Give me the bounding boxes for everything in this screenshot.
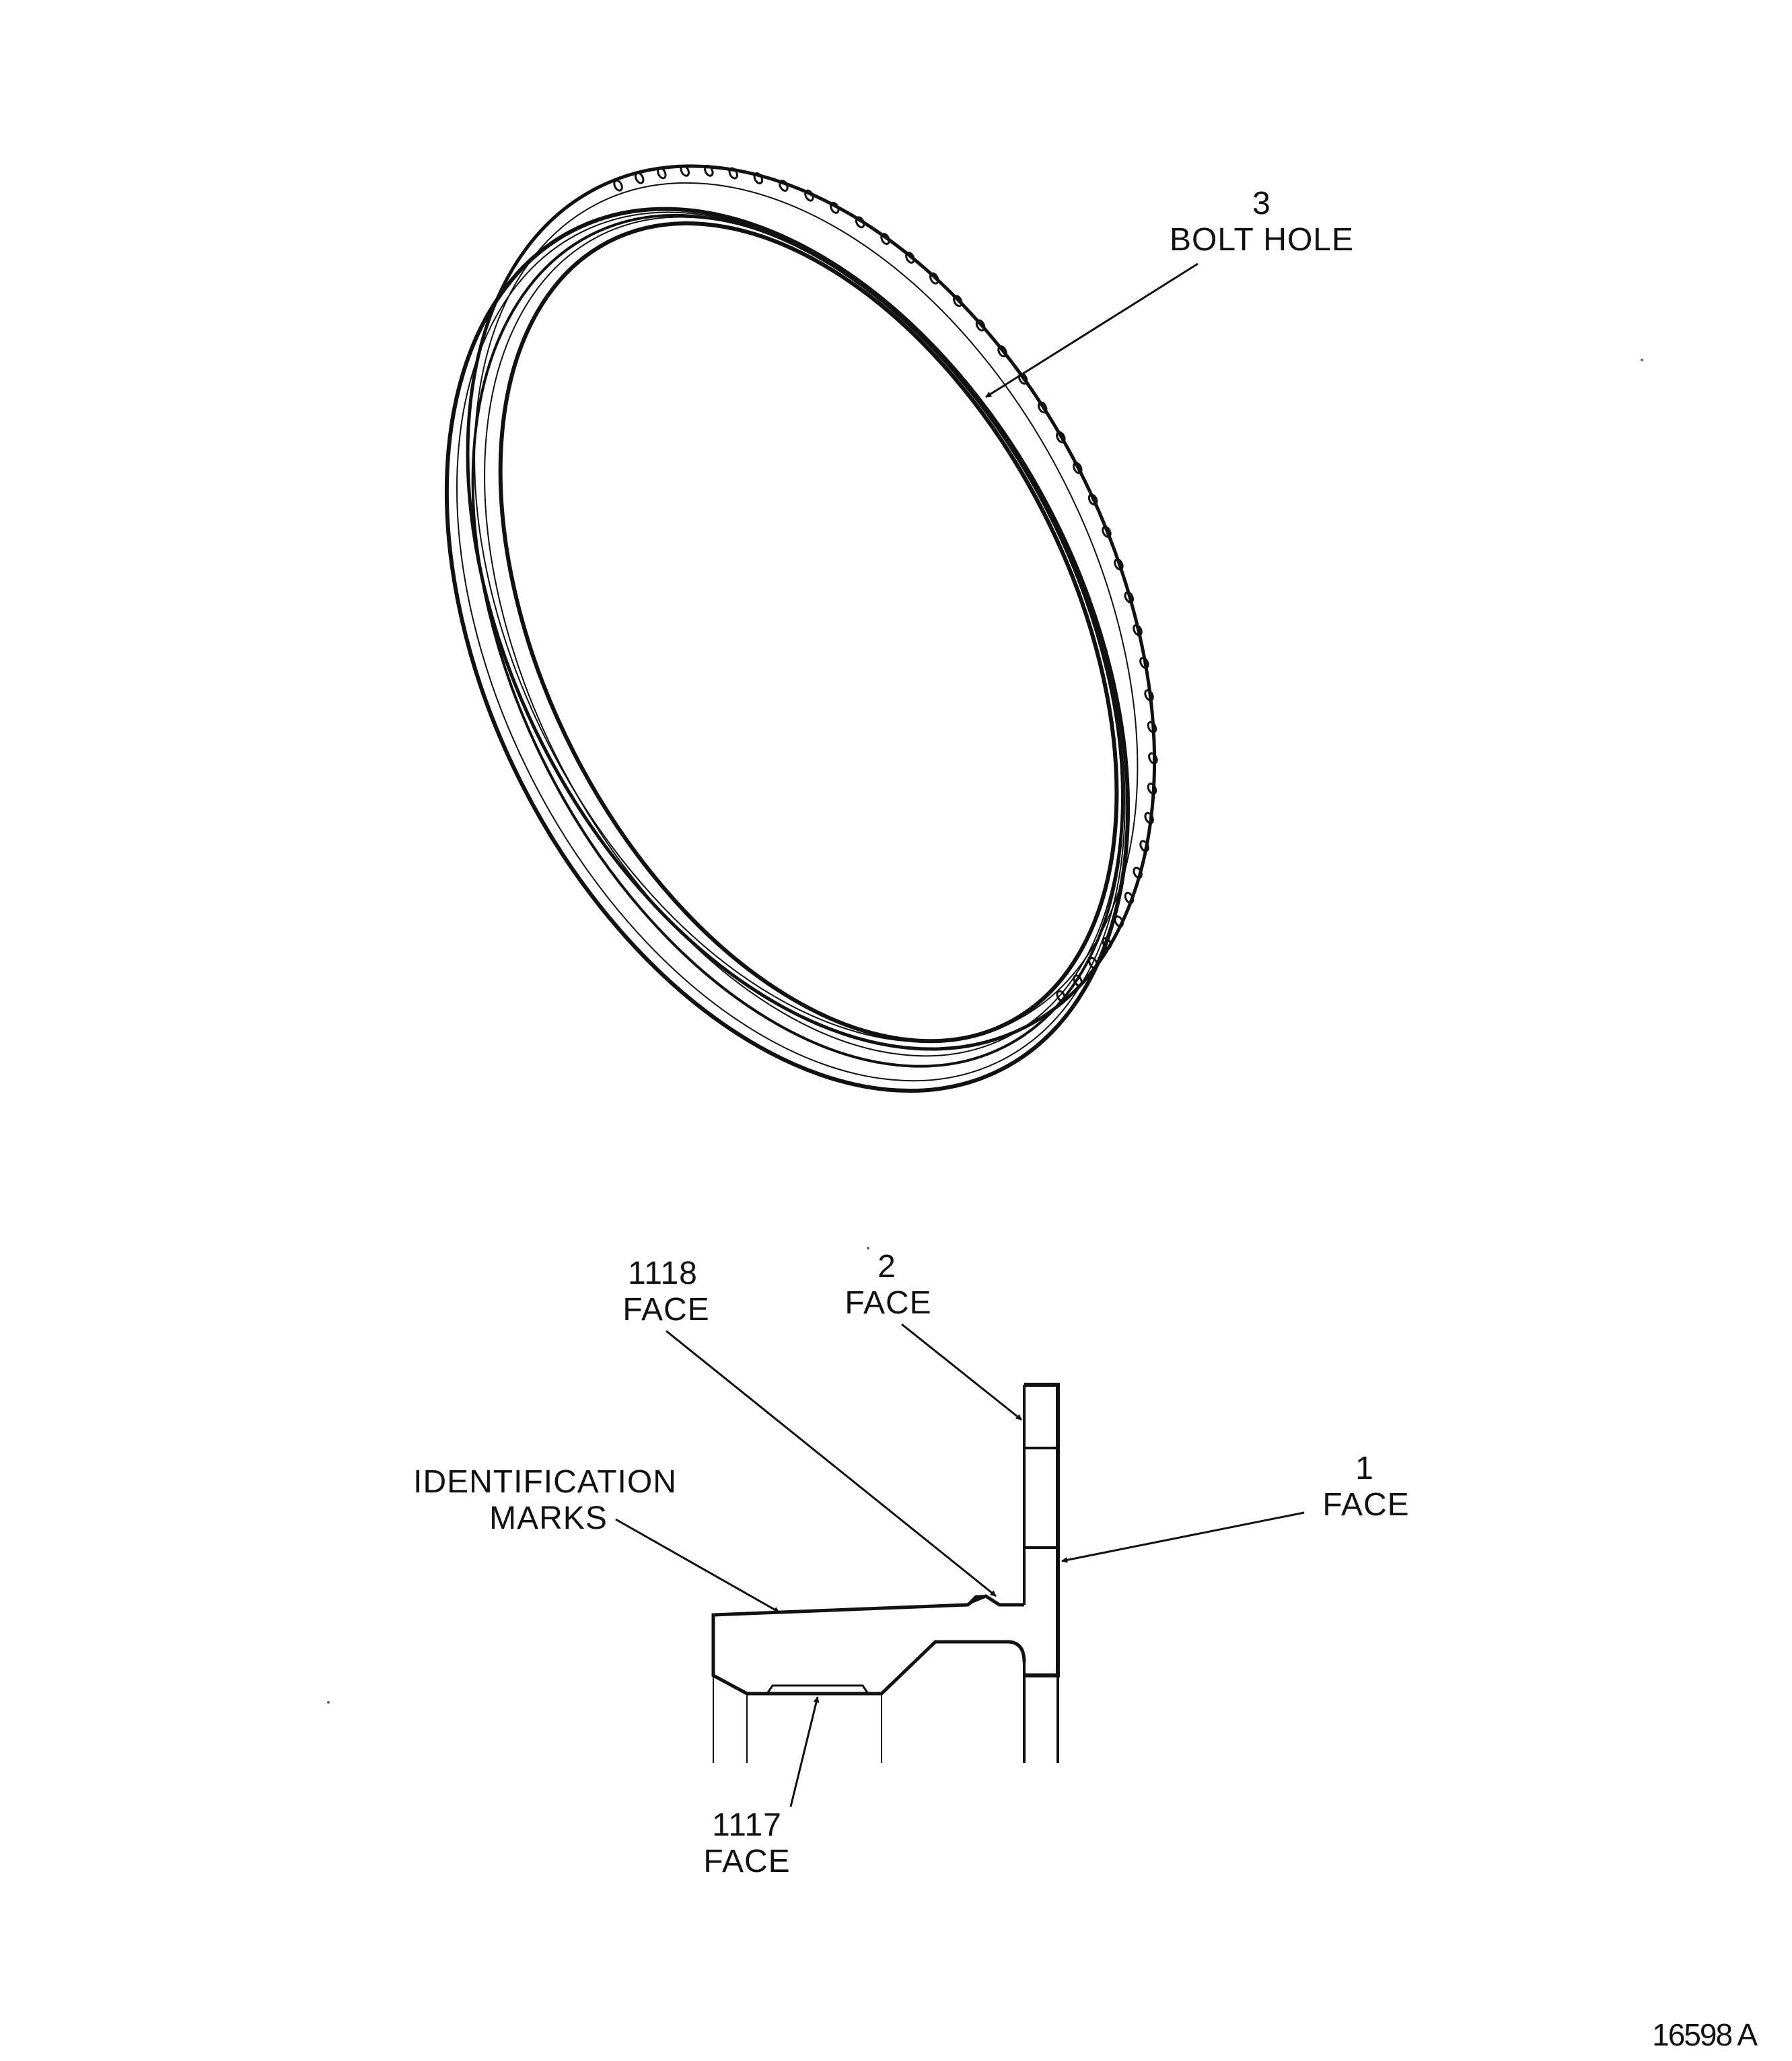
- callout-bolt-hole: 3 BOLT HOLE: [985, 186, 1354, 398]
- callout-1118-label: FACE: [622, 1292, 709, 1328]
- ring-face-line: [456, 211, 1126, 1082]
- section-outline: [711, 1594, 1026, 1696]
- ring-inner-bore: [498, 221, 1119, 1044]
- callout-1118-number: 1118: [628, 1256, 698, 1291]
- callout-id-marks-line2: MARKS: [489, 1500, 608, 1536]
- bolt-hole: [804, 189, 814, 202]
- bolt-hole: [997, 345, 1007, 358]
- callout-2-label: FACE: [845, 1285, 931, 1321]
- bolt-hole-leader: [985, 262, 1198, 398]
- ring-groove-line: [484, 216, 1122, 1057]
- bolt-hole: [728, 167, 738, 180]
- bolt-hole: [1088, 957, 1098, 969]
- bolt-hole: [1147, 783, 1157, 795]
- callout-1-face: 1 FACE: [1061, 1451, 1409, 1563]
- bolt-hole: [1114, 915, 1124, 928]
- callout-1118-face: 1118 FACE: [622, 1256, 997, 1597]
- bolt-hole: [905, 251, 915, 264]
- callout-2-number: 2: [877, 1249, 896, 1285]
- bolt-hole: [1102, 526, 1112, 538]
- flange-section-view: [711, 1383, 1060, 1763]
- id-marks-leader: [615, 1518, 780, 1614]
- bolt-hole: [613, 179, 623, 192]
- bolt-hole: [1073, 974, 1083, 987]
- callout-1-number: 1: [1355, 1451, 1374, 1486]
- bolt-hole: [953, 295, 963, 308]
- scan-speck: [1641, 359, 1643, 361]
- section-id-pocket: [766, 1684, 869, 1694]
- bolt-hole: [1073, 462, 1083, 474]
- bolt-hole: [1114, 558, 1124, 571]
- ring-highlight-arc: [927, 347, 1103, 675]
- bolt-hole: [1139, 657, 1149, 670]
- bolt-hole: [1148, 752, 1158, 765]
- bolt-hole: [1056, 431, 1066, 443]
- bolt-hole: [1056, 990, 1066, 1003]
- bolt-hole: [1144, 689, 1154, 702]
- callout-1117-number: 1117: [712, 1807, 782, 1843]
- ring-rear-flange-edge: [466, 164, 1157, 1051]
- face-2-leader: [901, 1323, 1022, 1421]
- section-vertical-flange: [1024, 1383, 1060, 1677]
- callout-1-label: FACE: [1322, 1487, 1409, 1523]
- bolt-hole: [779, 180, 789, 192]
- face-1118-leader: [666, 1330, 997, 1597]
- bolt-hole: [753, 172, 764, 184]
- bolt-hole: [1102, 937, 1112, 949]
- bolt-hole: [830, 201, 840, 214]
- bolt-hole: [855, 216, 865, 229]
- bolt-hole: [1139, 840, 1149, 853]
- face-1117-leader: [789, 1696, 820, 1807]
- ring-outer-edge: [444, 207, 1131, 1093]
- bolt-hole: [975, 319, 986, 332]
- bolt-hole: [1124, 892, 1135, 904]
- bolt-hole: [704, 164, 714, 177]
- callout-identification-marks: IDENTIFICATION MARKS: [413, 1464, 780, 1614]
- bolt-hole-pattern: [613, 164, 1158, 1003]
- section-1118-step: [966, 1594, 1001, 1606]
- bolt-hole: [929, 272, 939, 285]
- bolt-hole: [1144, 811, 1154, 824]
- bolt-hole: [1087, 493, 1098, 506]
- callout-bolt-hole-number: 3: [1252, 186, 1271, 221]
- face-1-leader: [1061, 1511, 1305, 1563]
- callout-1117-label: FACE: [703, 1844, 790, 1879]
- figure-number: 16598 A: [1652, 2017, 1758, 2052]
- bolt-hole: [1017, 372, 1028, 385]
- bolt-hole: [634, 172, 645, 184]
- bolt-hole: [657, 167, 667, 180]
- flange-ring: [444, 164, 1158, 1093]
- bolt-hole: [1037, 401, 1048, 414]
- bolt-hole: [880, 233, 890, 246]
- callout-2-face: 2 FACE: [845, 1249, 1022, 1421]
- bolt-hole: [1124, 591, 1135, 604]
- bolt-hole: [1147, 721, 1157, 733]
- bolt-hole: [680, 164, 690, 177]
- bolt-hole: [1133, 867, 1143, 879]
- scan-speck: [867, 1247, 869, 1250]
- bolt-hole: [1133, 624, 1143, 637]
- callout-bolt-hole-label: BOLT HOLE: [1170, 222, 1354, 258]
- callout-id-marks-line1: IDENTIFICATION: [413, 1464, 677, 1500]
- scan-speck: [327, 1701, 330, 1704]
- callout-1117-face: 1117 FACE: [703, 1696, 820, 1879]
- ring-rear-flange-inner: [474, 182, 1139, 1043]
